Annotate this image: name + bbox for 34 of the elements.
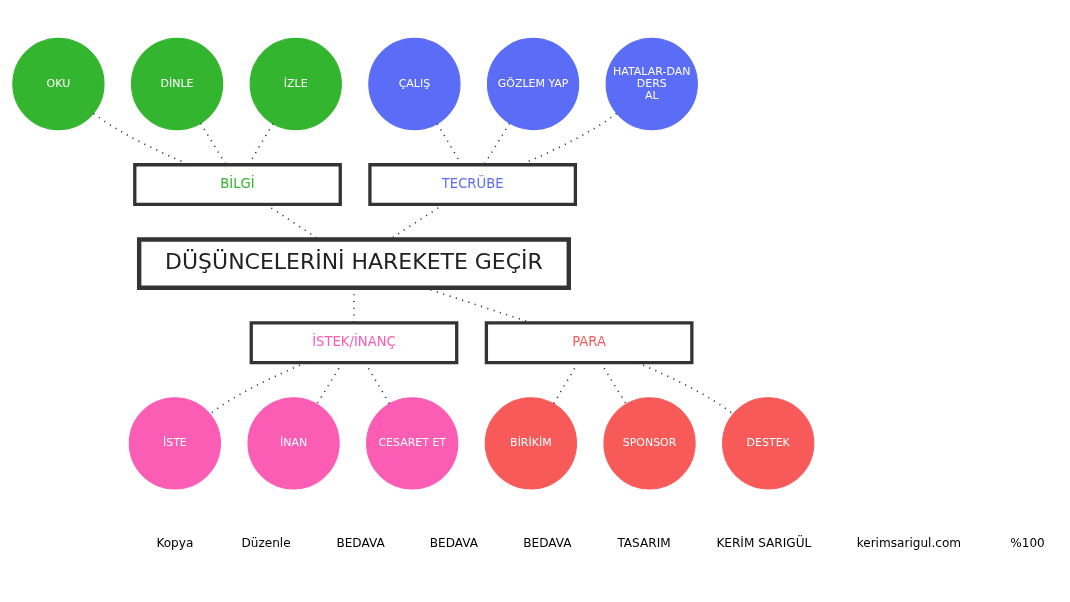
node-circle: İZLE xyxy=(249,37,342,131)
node-circle: İSTE xyxy=(128,397,222,490)
label: Düzenle xyxy=(241,535,291,550)
node-box: TECRÜBE xyxy=(368,163,578,206)
node-circle: İNAN xyxy=(247,397,340,490)
label: Kopya xyxy=(156,535,194,550)
connector xyxy=(92,112,191,166)
connector xyxy=(599,362,627,405)
node-circle: OKU xyxy=(12,37,105,131)
label: %100 xyxy=(1010,535,1045,550)
node-circle: BİRİKİM xyxy=(484,397,578,490)
node-box: İSTEK/İNANÇ xyxy=(249,321,459,365)
node-circle: GÖZLEM YAP xyxy=(486,37,580,131)
connector xyxy=(199,122,227,166)
label: BEDAVA xyxy=(336,535,385,550)
connector xyxy=(265,203,320,241)
node-circle: CESARET ET xyxy=(366,397,459,490)
connector xyxy=(316,362,344,405)
node-circle: DİNLE xyxy=(130,37,224,131)
label: kerimsarigul.com xyxy=(856,535,962,550)
label: BEDAVA xyxy=(429,535,479,550)
connector xyxy=(364,362,391,405)
connector xyxy=(483,122,511,166)
label: KERİM SARIGÜL xyxy=(716,535,812,550)
node-box: PARA xyxy=(484,321,694,365)
node-box: BİLGİ xyxy=(133,163,342,206)
node-box: DÜŞÜNCELERİNİ HAREKETE GEÇİR xyxy=(136,237,571,290)
node-circle: ÇALIŞ xyxy=(368,37,461,131)
node-circle: DESTEK xyxy=(722,397,815,490)
node-circle: HATALAR-DAN DERS AL xyxy=(605,37,698,131)
label: TASARIM xyxy=(617,535,671,550)
connector xyxy=(552,362,579,405)
node-circle: SPONSOR xyxy=(603,397,696,490)
label: BEDAVA xyxy=(523,535,572,550)
